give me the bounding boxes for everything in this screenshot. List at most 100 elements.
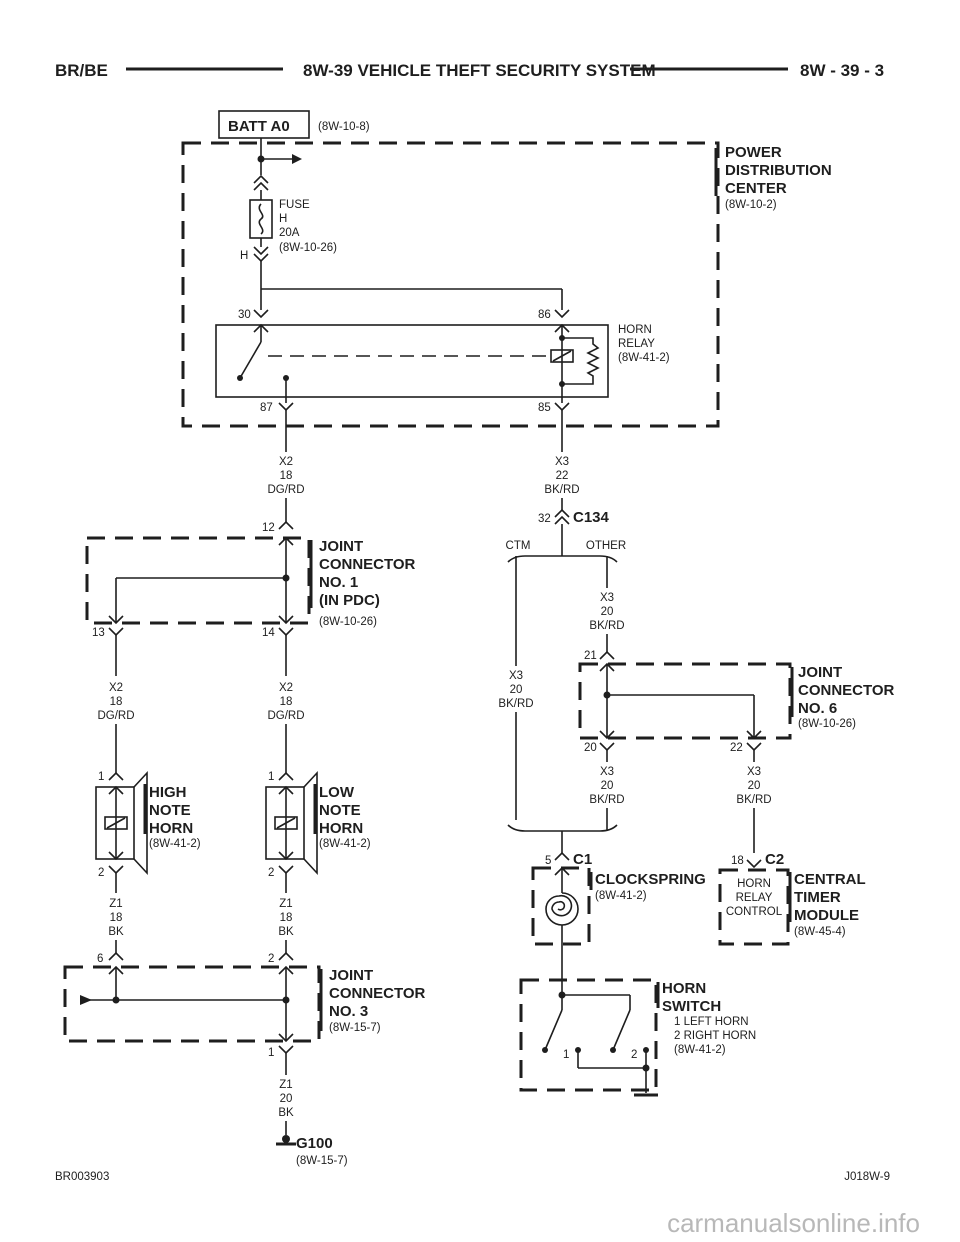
jc3-pin-1: 1	[268, 1047, 274, 1059]
jc6-pin22-icon	[746, 742, 762, 752]
wire-85: X3 22 BK/RD	[544, 410, 580, 510]
ctm-ref: (8W-45-4)	[794, 926, 846, 938]
c2-label: C2	[765, 851, 784, 868]
wire-22-color: BK/RD	[736, 794, 771, 806]
clockspring-coil-icon	[545, 892, 579, 926]
power-distribution-center: POWER DISTRIBUTION CENTER (8W-10-2)	[181, 141, 832, 428]
high-horn-pin1-icon	[108, 771, 124, 781]
fuse-top-terminal-icon	[253, 174, 269, 191]
wire-87-gauge: 18	[280, 470, 293, 482]
low-horn-pin-2: 2	[268, 867, 274, 879]
jc6-pin20-icon	[599, 742, 615, 752]
wire-13-color: DG/RD	[97, 710, 134, 722]
page-header: BR/BE 8W-39 VEHICLE THEFT SECURITY SYSTE…	[55, 61, 884, 80]
wire-13-gauge: 18	[110, 696, 123, 708]
header-title: 8W-39 VEHICLE THEFT SECURITY SYSTEM	[303, 61, 656, 80]
high-horn-label-2: NOTE	[149, 802, 191, 819]
wire-gnd-circuit: Z1	[279, 1079, 292, 1091]
wire-85-gauge: 22	[556, 470, 569, 482]
jc1-pin13-terminal-icon	[108, 627, 124, 637]
c1-terminal-icon	[554, 851, 570, 861]
horn-switch-label-2: SWITCH	[662, 998, 721, 1015]
fuse-label-1: FUSE	[279, 199, 310, 211]
wire-14-gauge: 18	[280, 696, 293, 708]
fuse-label-2: H	[279, 213, 287, 225]
horn-switch-desc-1: 1 LEFT HORN	[674, 1016, 749, 1028]
wire-87: X2 18 DG/RD	[267, 410, 305, 522]
jc6-pin-20: 20	[584, 742, 597, 754]
jc6-pin-21: 21	[584, 650, 597, 662]
jc1-pin-12: 12	[262, 522, 275, 534]
c134-label: C134	[573, 509, 610, 526]
low-horn-label-2: NOTE	[319, 802, 361, 819]
jc3-arrow-icon	[80, 995, 92, 1005]
high-horn-bell-icon	[133, 770, 148, 876]
high-horn-coil	[104, 816, 128, 830]
ground-label: G100	[296, 1135, 333, 1152]
jc3-pin-6: 6	[97, 953, 103, 965]
joint-connector-6: 21 20 22 JOINT CONNECTOR NO. 6 (8W-10-26…	[578, 650, 895, 754]
c134-pin: 32	[538, 513, 551, 525]
jc1-label-1: JOINT	[319, 538, 363, 555]
wire-20-color: BK/RD	[589, 794, 624, 806]
horn-switch-left-pivot	[542, 1047, 548, 1053]
low-horn-pin2-inner-icon	[278, 851, 294, 861]
wire-13-circuit: X2	[109, 682, 123, 694]
jc1-pin14-terminal-icon	[278, 627, 294, 637]
wire-ctm-gauge: 20	[510, 684, 523, 696]
pdc-ref: (8W-10-2)	[725, 199, 777, 211]
relay-resistor-icon	[562, 337, 600, 385]
relay-30-terminal-icon	[253, 309, 269, 319]
ground-ref: (8W-15-7)	[296, 1155, 348, 1167]
joint-connector-1: 12 13 14 JOINT CONNECTOR NO. 1 (IN PDC) …	[85, 520, 416, 639]
batt-ref: (8W-10-8)	[318, 121, 370, 133]
connector-c134: 32 C134 CTM OTHER X3 20 BK/RD X3 20 BK/R…	[498, 508, 626, 820]
high-horn-ref: (8W-41-2)	[149, 838, 201, 850]
low-note-horn: 1 2 LOW NOTE HORN (8W-41-2)	[265, 770, 371, 879]
horn-switch-ground-dot	[642, 1064, 650, 1072]
ctm-outline	[718, 868, 790, 946]
relay-pin-30: 30	[238, 309, 251, 321]
jc1-label-2: CONNECTOR	[319, 556, 416, 573]
jc3-outline	[63, 965, 321, 1043]
header-right: 8W - 39 - 3	[800, 61, 884, 80]
fuse-label-3: 20A	[279, 227, 300, 239]
jc6-label-3: NO. 6	[798, 700, 837, 717]
jc1-ref: (8W-10-26)	[319, 616, 377, 628]
wire-87-circuit: X2	[279, 456, 293, 468]
low-horn-label-3: HORN	[319, 820, 363, 837]
footer-left: BR003903	[55, 1171, 109, 1183]
fuse-h: FUSE H 20A (8W-10-26) H	[240, 138, 337, 263]
wire-high-circuit: Z1	[109, 898, 122, 910]
jc3-ref: (8W-15-7)	[329, 1022, 381, 1034]
jc3-label-3: NO. 3	[329, 1003, 368, 1020]
high-horn-pin-2: 2	[98, 867, 104, 879]
ground-eyelet-icon	[282, 1135, 290, 1143]
wire-20-circuit: X3	[600, 766, 614, 778]
jc1-pin12-terminal-icon	[278, 520, 294, 530]
high-horn-label-3: HORN	[149, 820, 193, 837]
jc6-outline	[578, 662, 792, 740]
low-horn-coil	[274, 816, 298, 830]
c1-option-bracket	[507, 824, 618, 832]
jc3-pin2-icon	[278, 951, 294, 961]
wire-high-gauge: 18	[110, 912, 123, 924]
horn-switch-label-1: HORN	[662, 980, 706, 997]
jc3-label-1: JOINT	[329, 967, 373, 984]
watermark: carmanualsonline.info	[667, 1208, 920, 1238]
relay-ref: (8W-41-2)	[618, 352, 670, 364]
batt-box	[218, 110, 310, 139]
relay-switch-arm	[239, 341, 262, 379]
wire-low-color: BK	[278, 926, 294, 938]
clockspring-outline	[531, 866, 591, 946]
clockspring: 5 C1 CLOCKSPRING (8W-41-2)	[531, 851, 706, 995]
relay-pin-86: 86	[538, 309, 551, 321]
fuse-bottom-terminal-icon	[253, 246, 269, 263]
jc1-label-3: NO. 1	[319, 574, 358, 591]
horn-switch-right-pivot	[610, 1047, 616, 1053]
c134-other: OTHER	[586, 540, 626, 552]
horn-relay: 30 86 HORN RELAY (8W-41-2) 87 85	[215, 261, 670, 414]
fuse-ref: (8W-10-26)	[279, 242, 337, 254]
wire-other-color: BK/RD	[589, 620, 624, 632]
ctm-label-3: MODULE	[794, 907, 859, 924]
